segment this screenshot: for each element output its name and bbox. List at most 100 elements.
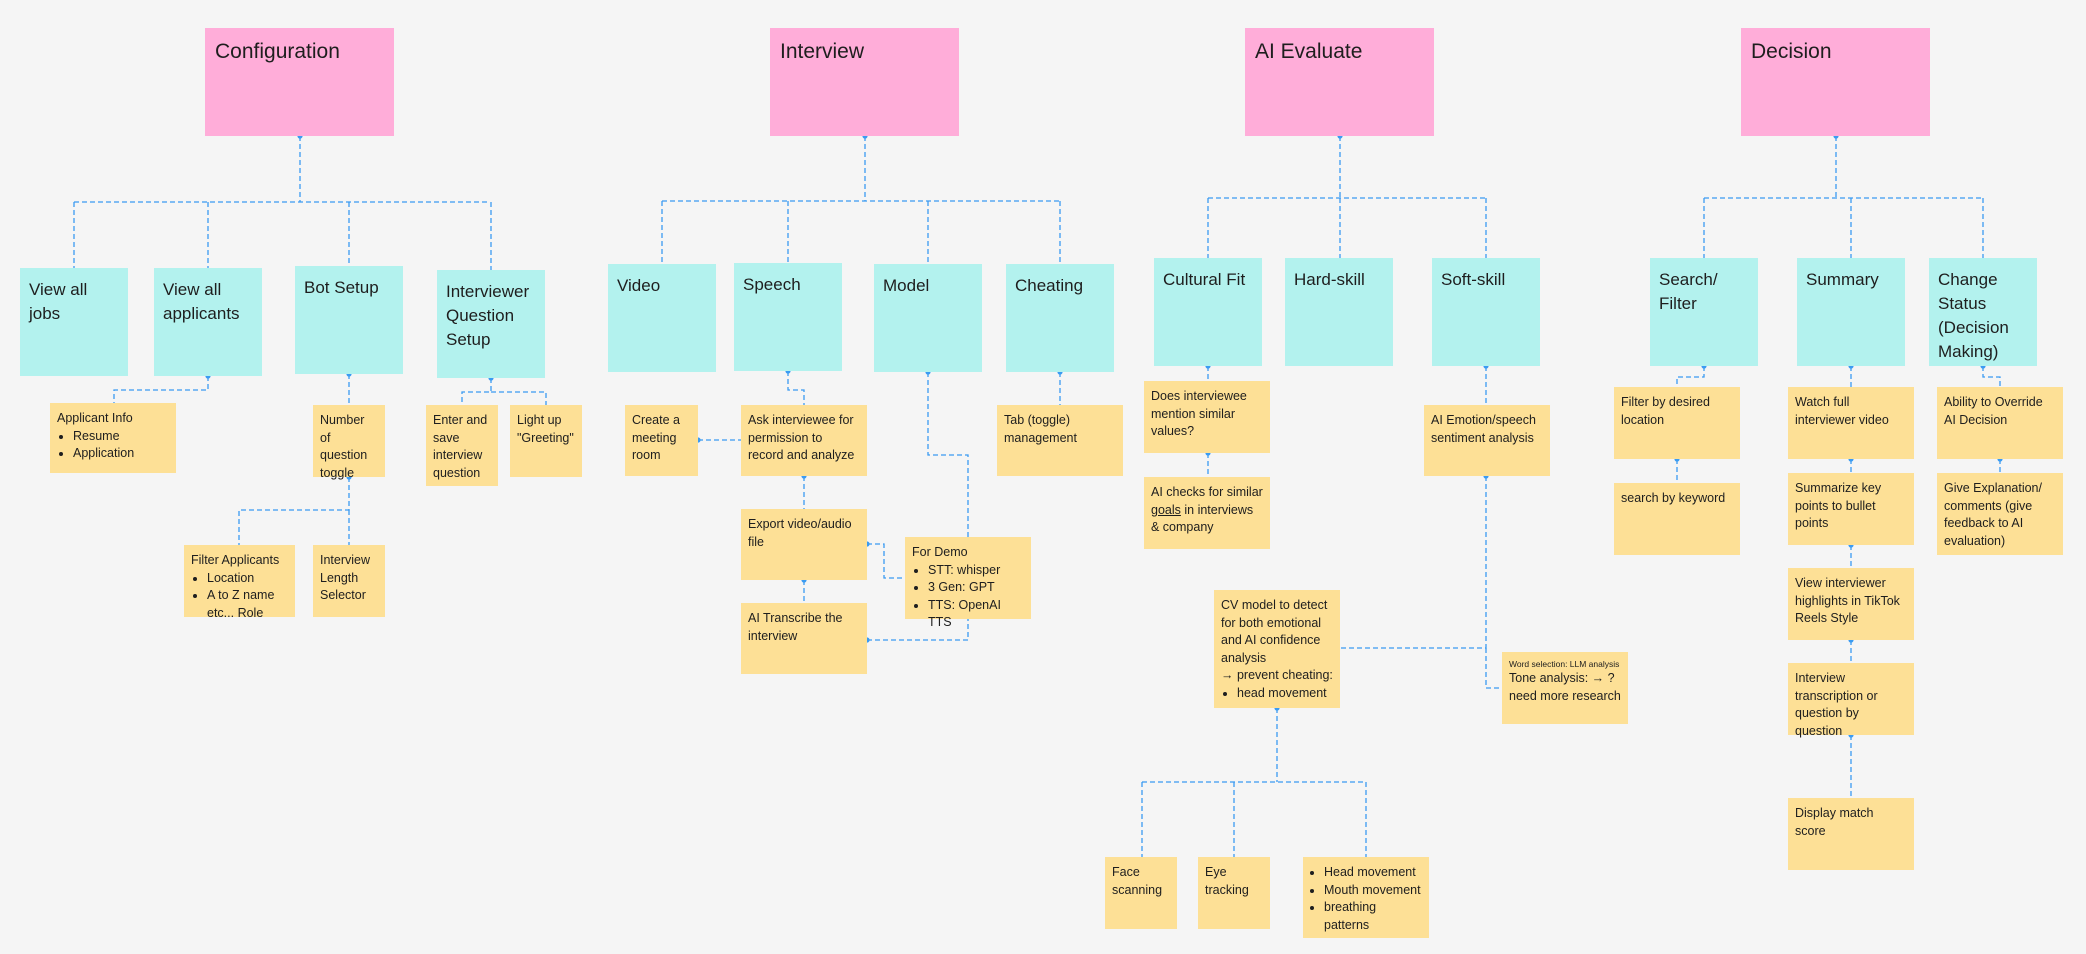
note-text: Summarize key points to bullet points	[1795, 481, 1882, 530]
note-title: Applicant Info	[57, 411, 133, 425]
note-text: Tone analysis: → ? need more research	[1509, 671, 1621, 703]
node-change-status[interactable]: Change Status (Decision Making)	[1929, 258, 2037, 366]
node-bot-setup[interactable]: Bot Setup	[295, 266, 403, 374]
node-label: Bot Setup	[304, 278, 379, 297]
note-export-file[interactable]: Export video/audio file	[741, 509, 867, 580]
list-item: Head movement	[1324, 864, 1422, 882]
category-label: Decision	[1751, 40, 1832, 63]
note-search-keyword[interactable]: search by keyword	[1614, 483, 1740, 555]
note-text: Watch full interviewer video	[1795, 395, 1889, 427]
note-text: CV model to detect for both emotional an…	[1221, 598, 1328, 665]
node-label: Hard-skill	[1294, 270, 1365, 289]
node-label: Cultural Fit	[1163, 270, 1246, 289]
category-label: AI Evaluate	[1255, 40, 1363, 63]
list-item: Location	[207, 570, 288, 588]
note-view-highlights[interactable]: View interviewer highlights in TikTok Re…	[1788, 568, 1914, 640]
note-text: AI Emotion/speech sentiment analysis	[1431, 413, 1536, 445]
node-interviewer-question-setup[interactable]: Interviewer Question Setup	[437, 270, 545, 378]
list-item: Application	[73, 445, 169, 463]
note-ai-transcribe[interactable]: AI Transcribe the interview	[741, 603, 867, 674]
note-text: Ask interviewee for permission to record…	[748, 413, 855, 462]
note-number-of-question-toggle[interactable]: Number of question toggle	[313, 405, 385, 480]
note-text: Interview transcription or question by q…	[1795, 671, 1878, 738]
list-item: 3 Gen: GPT	[928, 579, 1024, 597]
category-interview[interactable]: Interview	[770, 28, 959, 136]
connector-line	[113, 376, 209, 403]
note-text: Interview Length Selector	[320, 553, 371, 602]
note-text: Give Explanation/ comments (give feedbac…	[1944, 481, 2042, 548]
note-filter-applicants[interactable]: Filter Applicants LocationA to Z name et…	[184, 545, 295, 620]
node-label: View all applicants	[163, 280, 240, 323]
note-for-demo[interactable]: For Demo STT: whisper3 Gen: GPTTTS: Open…	[905, 537, 1031, 629]
note-give-explanation[interactable]: Give Explanation/ comments (give feedbac…	[1937, 473, 2063, 555]
node-label: Video	[617, 276, 661, 295]
list-item: breathing patterns	[1324, 899, 1422, 934]
category-decision[interactable]: Decision	[1741, 28, 1930, 136]
list-item: STT: whisper	[928, 562, 1024, 580]
note-ai-checks-goals[interactable]: AI checks for similar goals in interview…	[1144, 477, 1270, 549]
connector-line	[867, 543, 905, 579]
note-transcription[interactable]: Interview transcription or question by q…	[1788, 663, 1914, 738]
node-label: View all jobs	[29, 280, 88, 323]
note-text: AI checks for similar	[1151, 485, 1263, 499]
note-enter-and-save[interactable]: Enter and save interview question	[426, 405, 498, 486]
node-search-filter[interactable]: Search/ Filter	[1650, 258, 1758, 366]
list-item: TTS: OpenAI TTS	[928, 597, 1024, 632]
note-movement[interactable]: Head movementMouth movementbreathing pat…	[1303, 857, 1429, 938]
note-filter-location[interactable]: Filter by desired location	[1614, 387, 1740, 459]
note-title: For Demo	[912, 545, 968, 559]
node-label: Soft-skill	[1441, 270, 1506, 289]
note-tab-management[interactable]: Tab (toggle) management	[997, 405, 1123, 476]
note-sentiment-analysis[interactable]: AI Emotion/speech sentiment analysis	[1424, 405, 1550, 476]
note-match-score[interactable]: Display match score	[1788, 798, 1914, 870]
note-interview-length-selector[interactable]: Interview Length Selector	[313, 545, 385, 617]
note-eye-tracking[interactable]: Eye tracking	[1198, 857, 1270, 929]
node-summary[interactable]: Summary	[1797, 258, 1905, 366]
category-ai-evaluate[interactable]: AI Evaluate	[1245, 28, 1434, 136]
note-watch-video[interactable]: Watch full interviewer video	[1788, 387, 1914, 459]
connector-line	[238, 477, 350, 545]
note-create-meeting-room[interactable]: Create a meeting room	[625, 405, 698, 476]
node-label: Model	[883, 276, 930, 295]
node-model[interactable]: Model	[874, 264, 982, 372]
note-text: in interviews & company	[1151, 502, 1254, 535]
note-text: Filter by desired location	[1621, 395, 1710, 427]
connector-line	[1676, 366, 1705, 387]
node-label: Cheating	[1015, 276, 1084, 295]
note-applicant-info[interactable]: Applicant Info ResumeApplication	[50, 403, 176, 473]
node-label: Speech	[743, 275, 801, 294]
note-text: Tab (toggle) management	[1004, 413, 1077, 445]
note-face-scanning[interactable]: Face scanning	[1105, 857, 1177, 929]
note-tone-analysis[interactable]: Word selection: LLM analysis Tone analys…	[1502, 652, 1628, 724]
list-item: Mouth movement	[1324, 882, 1422, 900]
category-configuration[interactable]: Configuration	[205, 28, 394, 136]
connector-line	[1340, 476, 1487, 649]
note-text: Eye tracking	[1205, 865, 1249, 897]
node-video[interactable]: Video	[608, 264, 716, 372]
note-title: Filter Applicants	[191, 553, 280, 567]
note-cv-model[interactable]: CV model to detect for both emotional an…	[1214, 590, 1340, 708]
note-text: search by keyword	[1621, 491, 1726, 505]
node-cheating[interactable]: Cheating	[1006, 264, 1114, 372]
note-text: → prevent cheating:	[1221, 668, 1333, 682]
note-ask-permission[interactable]: Ask interviewee for permission to record…	[741, 405, 867, 476]
note-text: Enter and save interview question	[433, 413, 488, 480]
node-soft-skill[interactable]: Soft-skill	[1432, 258, 1540, 366]
node-label: Change Status (Decision Making)	[1938, 270, 2009, 361]
node-view-all-jobs[interactable]: View all jobs	[20, 268, 128, 376]
note-light-up-greeting[interactable]: Light up "Greeting"	[510, 405, 582, 477]
note-summarize-points[interactable]: Summarize key points to bullet points	[1788, 473, 1914, 545]
node-speech[interactable]: Speech	[734, 263, 842, 371]
node-view-all-applicants[interactable]: View all applicants	[154, 268, 262, 376]
category-label: Interview	[780, 40, 865, 63]
node-cultural-fit[interactable]: Cultural Fit	[1154, 258, 1262, 366]
note-text: Export video/audio file	[748, 517, 852, 549]
node-label: Search/ Filter	[1659, 270, 1718, 313]
list-item: head movement	[1237, 685, 1333, 703]
note-override[interactable]: Ability to Override AI Decision	[1937, 387, 2063, 459]
category-label: Configuration	[215, 40, 340, 63]
note-similar-values[interactable]: Does interviewee mention similar values?	[1144, 381, 1270, 453]
note-text: Create a meeting room	[632, 413, 680, 462]
node-hard-skill[interactable]: Hard-skill	[1285, 258, 1393, 366]
